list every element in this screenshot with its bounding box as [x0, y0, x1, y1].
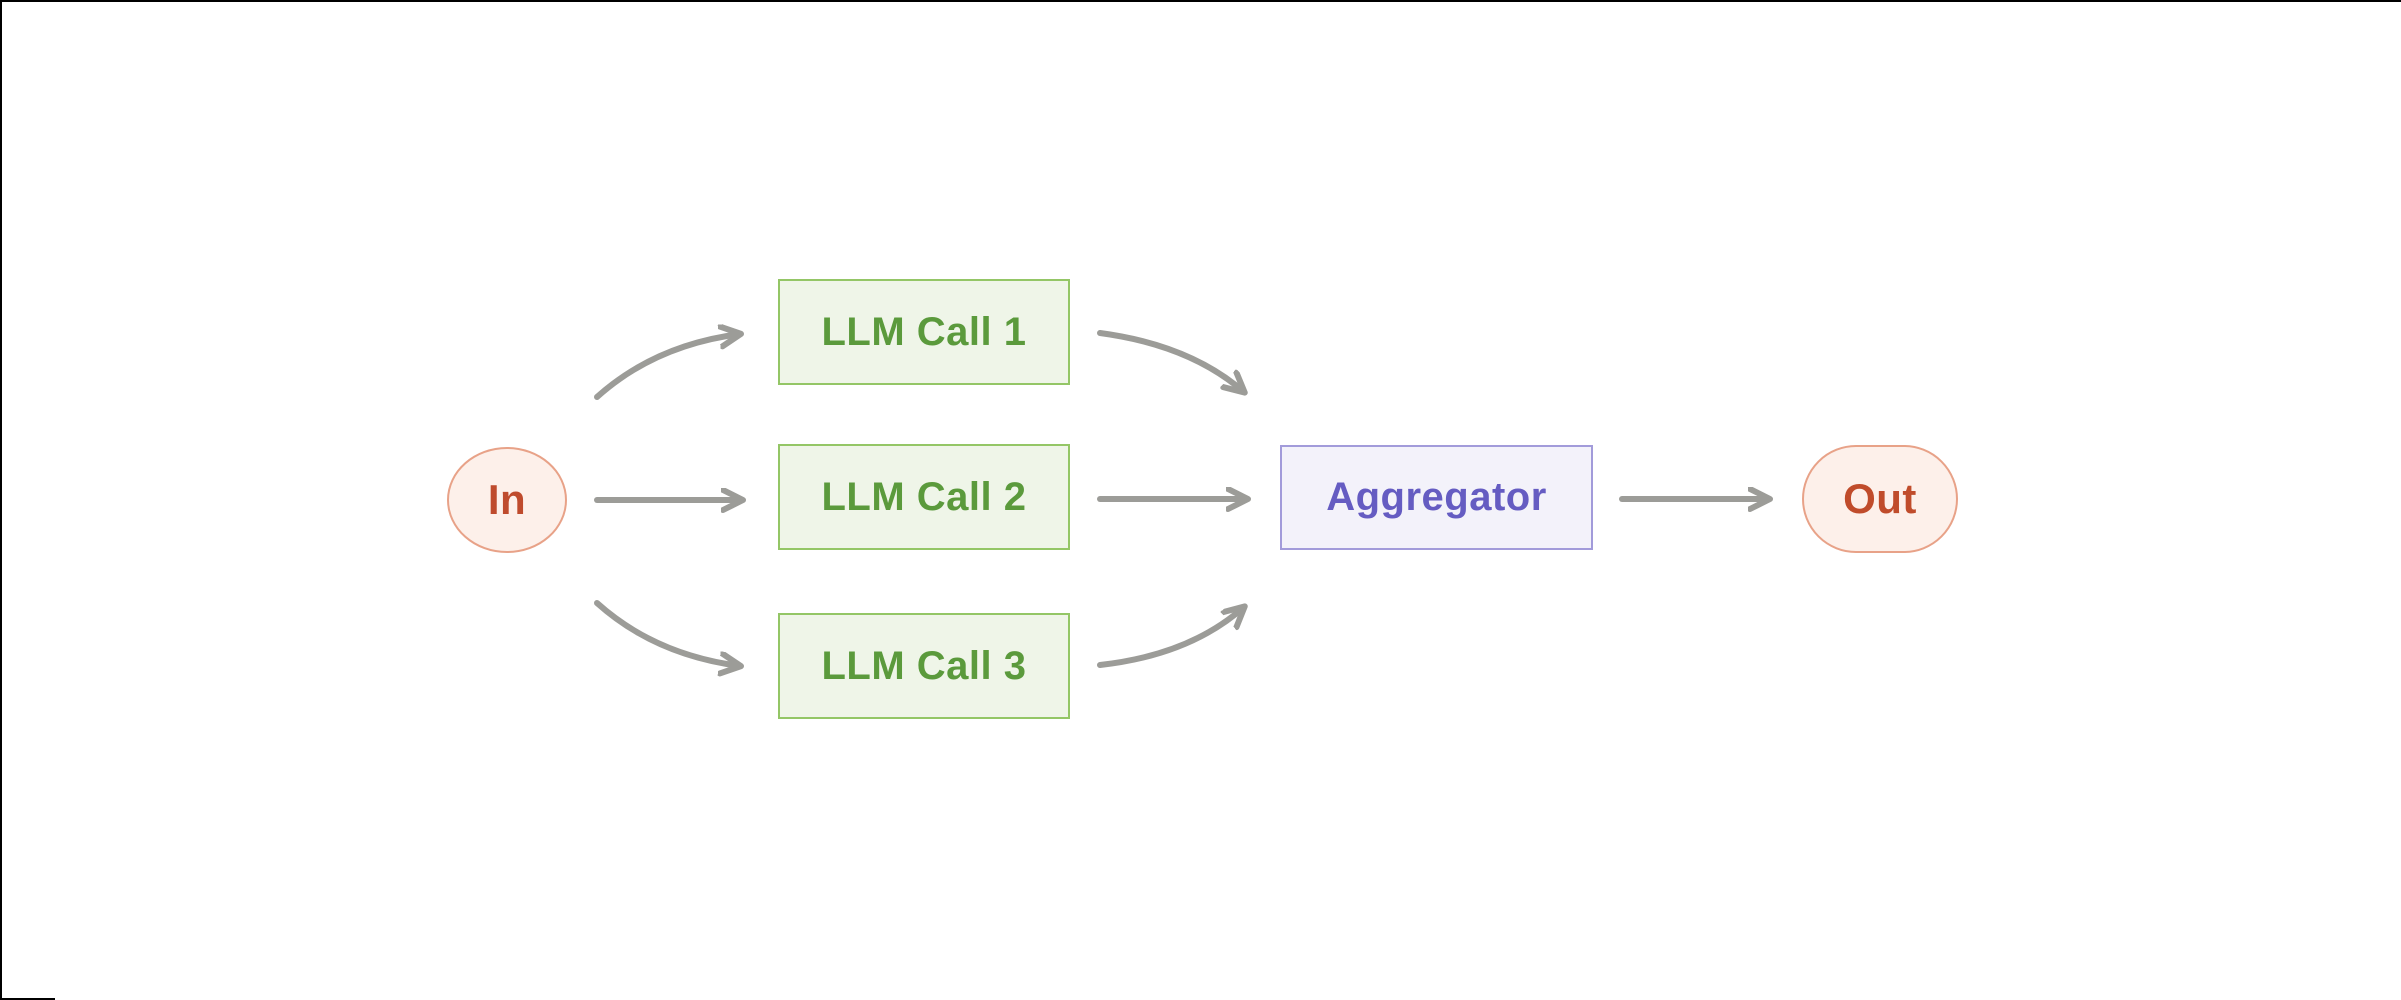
- edge-in-to-llm3: [594, 600, 740, 666]
- node-in-label: In: [487, 476, 527, 523]
- node-llm-call-3: LLM Call 3: [778, 613, 1070, 719]
- node-out-label: Out: [1843, 475, 1917, 522]
- node-llm-call-1-label: LLM Call 1: [821, 309, 1027, 354]
- node-out: Out: [1802, 445, 1958, 553]
- frame-border-top: [0, 0, 2401, 2]
- node-llm-call-1: LLM Call 1: [778, 279, 1070, 385]
- node-llm-call-2: LLM Call 2: [778, 444, 1070, 550]
- frame-border-left: [0, 0, 2, 1000]
- node-in: In: [447, 447, 567, 553]
- edge-llm3-to-aggregator: [1097, 607, 1244, 668]
- node-llm-call-3-label: LLM Call 3: [821, 643, 1027, 688]
- edge-in-to-llm1: [594, 334, 740, 400]
- frame-border-bottom-segment: [0, 998, 55, 1000]
- node-aggregator-label: Aggregator: [1326, 475, 1547, 519]
- node-llm-call-2-label: LLM Call 2: [821, 474, 1027, 519]
- node-aggregator: Aggregator: [1280, 445, 1593, 550]
- edge-llm1-to-aggregator: [1097, 330, 1244, 392]
